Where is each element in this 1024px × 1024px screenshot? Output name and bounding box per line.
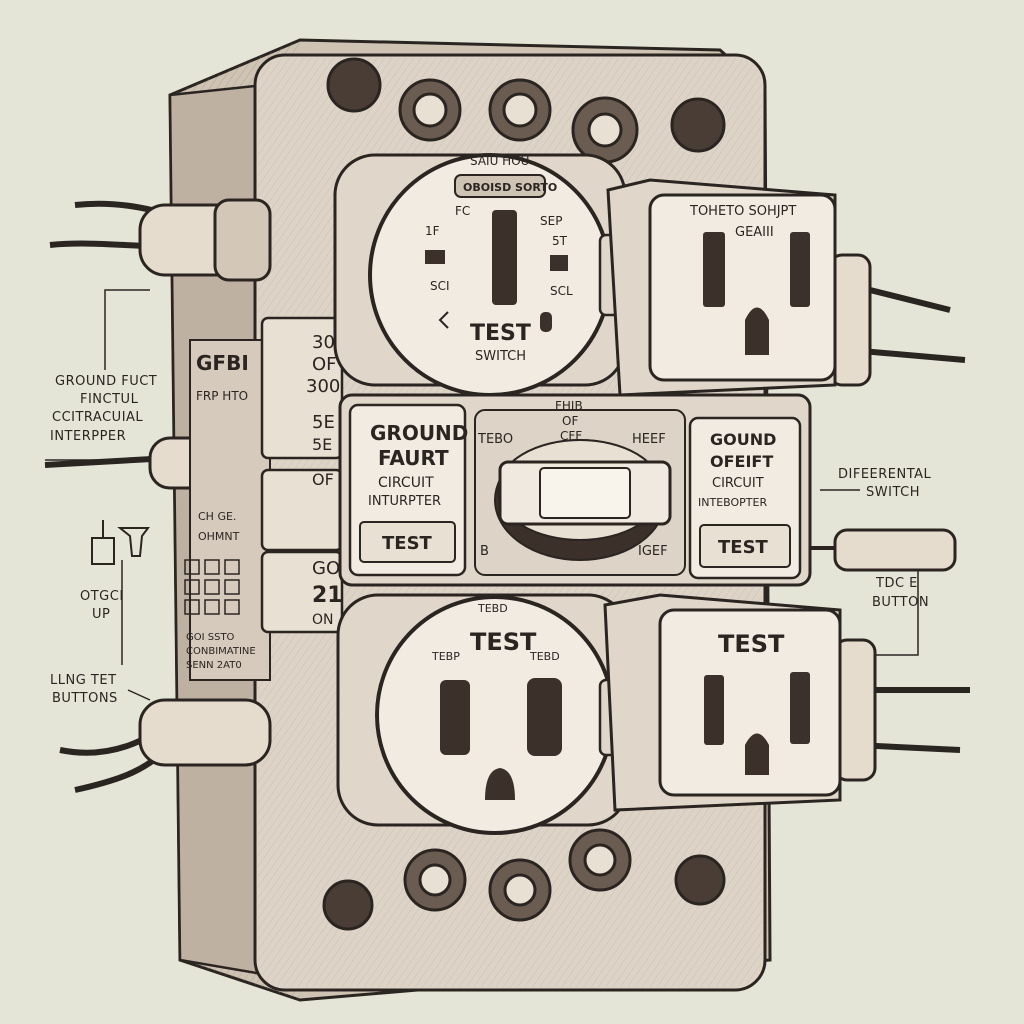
- top-right-outlet: TOHETO SOHJPT GEAIII: [606, 178, 837, 397]
- tab-text-8: 21: [312, 583, 343, 608]
- tr-ground-hole: [745, 307, 769, 355]
- callout-left-2b: UP: [92, 607, 110, 622]
- callout-labels: GROUND FUCT FINCTUL CCITRACUIAL INTERPPE…: [50, 374, 932, 706]
- callout-left-1a: GROUND FUCT: [55, 374, 157, 389]
- callout-left-1c: CCITRACUIAL: [52, 410, 143, 425]
- side-foot-2: CONBIMATINE: [186, 646, 256, 657]
- right-test-button[interactable]: [699, 524, 791, 568]
- side-foot-3: SENN 2AT0: [186, 660, 242, 671]
- center-panel: GROUND FAURT CIRCUIT INTURPTER TEST FHIB…: [338, 393, 812, 587]
- callout-left-2a: OTGCI: [80, 589, 124, 604]
- outlet-right-b: 5T: [552, 234, 568, 248]
- outlet-right-c: SCL: [550, 284, 573, 298]
- tab-text-6: OF: [312, 470, 334, 489]
- hole-top-left: [326, 57, 382, 113]
- outlet-slot-tall: [492, 210, 517, 305]
- tab-text-9: ON: [312, 612, 334, 628]
- right-gfci-title-2: OFEIFT: [710, 452, 773, 471]
- bl-slot-right: [527, 678, 562, 756]
- tab-text-1: 30: [312, 332, 335, 353]
- center-bottom-left: B: [480, 544, 489, 559]
- bl-test-label: TEST: [470, 628, 537, 656]
- right-test-label: TEST: [718, 537, 769, 558]
- bottom-round-outlet: TEBD TEST TEBP TEBD: [336, 593, 632, 835]
- tab-text-5: 5E: [312, 435, 332, 454]
- outlet-left-b: 1F: [425, 224, 440, 238]
- right-wires: [810, 253, 970, 782]
- right-gfci-title-4: INTEBOPTER: [698, 496, 767, 509]
- tr-slot-left: [703, 232, 725, 307]
- hole-bottom-right: [674, 854, 726, 906]
- side-mini-2: OHMNT: [198, 530, 240, 543]
- outlet-left-c: SCI: [430, 279, 450, 293]
- br-slot-right: [790, 672, 810, 744]
- bl-slot-left: [440, 680, 470, 755]
- plug-icons: [91, 520, 150, 565]
- center-top-1: FHIB: [555, 399, 583, 413]
- hole-bottom-left: [322, 879, 374, 931]
- top-round-outlet: SAIU HOU OBOISD SORTO FC 1F SCI SEP 5T S…: [333, 153, 637, 397]
- outlet-left-a: FC: [455, 204, 470, 218]
- side-foot-1: GOI SSTO: [186, 632, 235, 643]
- left-bottom-plug: [138, 698, 272, 767]
- center-right-label: HEEF: [632, 432, 666, 447]
- left-gfci-title-4: INTURPTER: [368, 494, 441, 509]
- center-left-label: TEBO: [477, 432, 513, 447]
- plug-icon: [91, 537, 115, 565]
- side-mini-1: CH GE.: [198, 510, 236, 523]
- left-gfci-title-1: GROUND: [370, 421, 468, 445]
- bl-small-2: TEBP: [431, 650, 460, 663]
- bl-ground-hole: [485, 768, 515, 800]
- mounting-holes: [322, 57, 726, 931]
- outlet-right-a: SEP: [540, 214, 562, 228]
- center-top-2: OF: [562, 414, 578, 428]
- bl-small-1: TEBD: [477, 602, 508, 615]
- gfbi-label: GFBI: [196, 351, 249, 375]
- callout-left-1d: INTERPPER: [50, 429, 126, 444]
- outlet-badge: OBOISD SORTO: [463, 181, 557, 194]
- left-side-panel: GFBI FRP HTO CH GE. OHMNT GOI SSTO CONBI…: [184, 339, 271, 681]
- side-icon-grid: [184, 559, 240, 615]
- br-ground-hole: [745, 733, 769, 775]
- tab-text-2: OF: [312, 354, 337, 375]
- br-test-label: TEST: [718, 630, 785, 658]
- right-gfci-title-3: CIRCUIT: [712, 476, 764, 491]
- side-stamp: FRP HTO: [196, 389, 248, 403]
- left-test-label: TEST: [382, 533, 433, 554]
- tab-text-3: 300: [306, 376, 340, 397]
- outlet-test-label: TEST: [470, 321, 531, 346]
- center-bottom-right: IGEF: [638, 544, 668, 559]
- side-tabs: 30 OF 300 5E 5E OF GOF 21 ON: [260, 316, 350, 634]
- callout-left-3a: LLNG TET: [50, 673, 117, 688]
- top-sockets: [398, 78, 639, 922]
- left-test-button[interactable]: [359, 521, 456, 563]
- left-gfci-title-3: CIRCUIT: [378, 475, 434, 491]
- left-gfci-title-2: FAURT: [378, 446, 449, 470]
- bottom-right-outlet: TEST: [603, 593, 842, 812]
- callout-right-2b: BUTTON: [872, 595, 929, 610]
- callout-left-1b: FINCTUL: [80, 392, 139, 407]
- outlet-top-text: SAIU HOU: [470, 154, 529, 168]
- right-mid-plug: [833, 528, 957, 572]
- callout-right-2a: TDC E: [875, 576, 918, 591]
- tr-line-1: TOHETO SOHJPT: [689, 204, 796, 219]
- callout-right-1b: SWITCH: [866, 485, 920, 500]
- callout-left-3b: BUTTONS: [52, 691, 118, 706]
- tr-slot-right: [790, 232, 810, 307]
- tr-line-2: GEAIII: [735, 225, 774, 240]
- hole-top-right: [670, 97, 726, 153]
- hammer-icon: [117, 527, 150, 557]
- bl-small-3: TEBD: [529, 650, 560, 663]
- tab-text-4: 5E: [312, 412, 335, 433]
- outlet-switch-label: SWITCH: [475, 349, 526, 364]
- left-wires: [44, 198, 272, 793]
- callout-lines: [45, 289, 919, 701]
- right-gfci-title-1: GOUND: [710, 430, 776, 449]
- br-slot-left: [704, 675, 724, 745]
- callout-right-1a: DIFEERENTAL: [838, 467, 932, 482]
